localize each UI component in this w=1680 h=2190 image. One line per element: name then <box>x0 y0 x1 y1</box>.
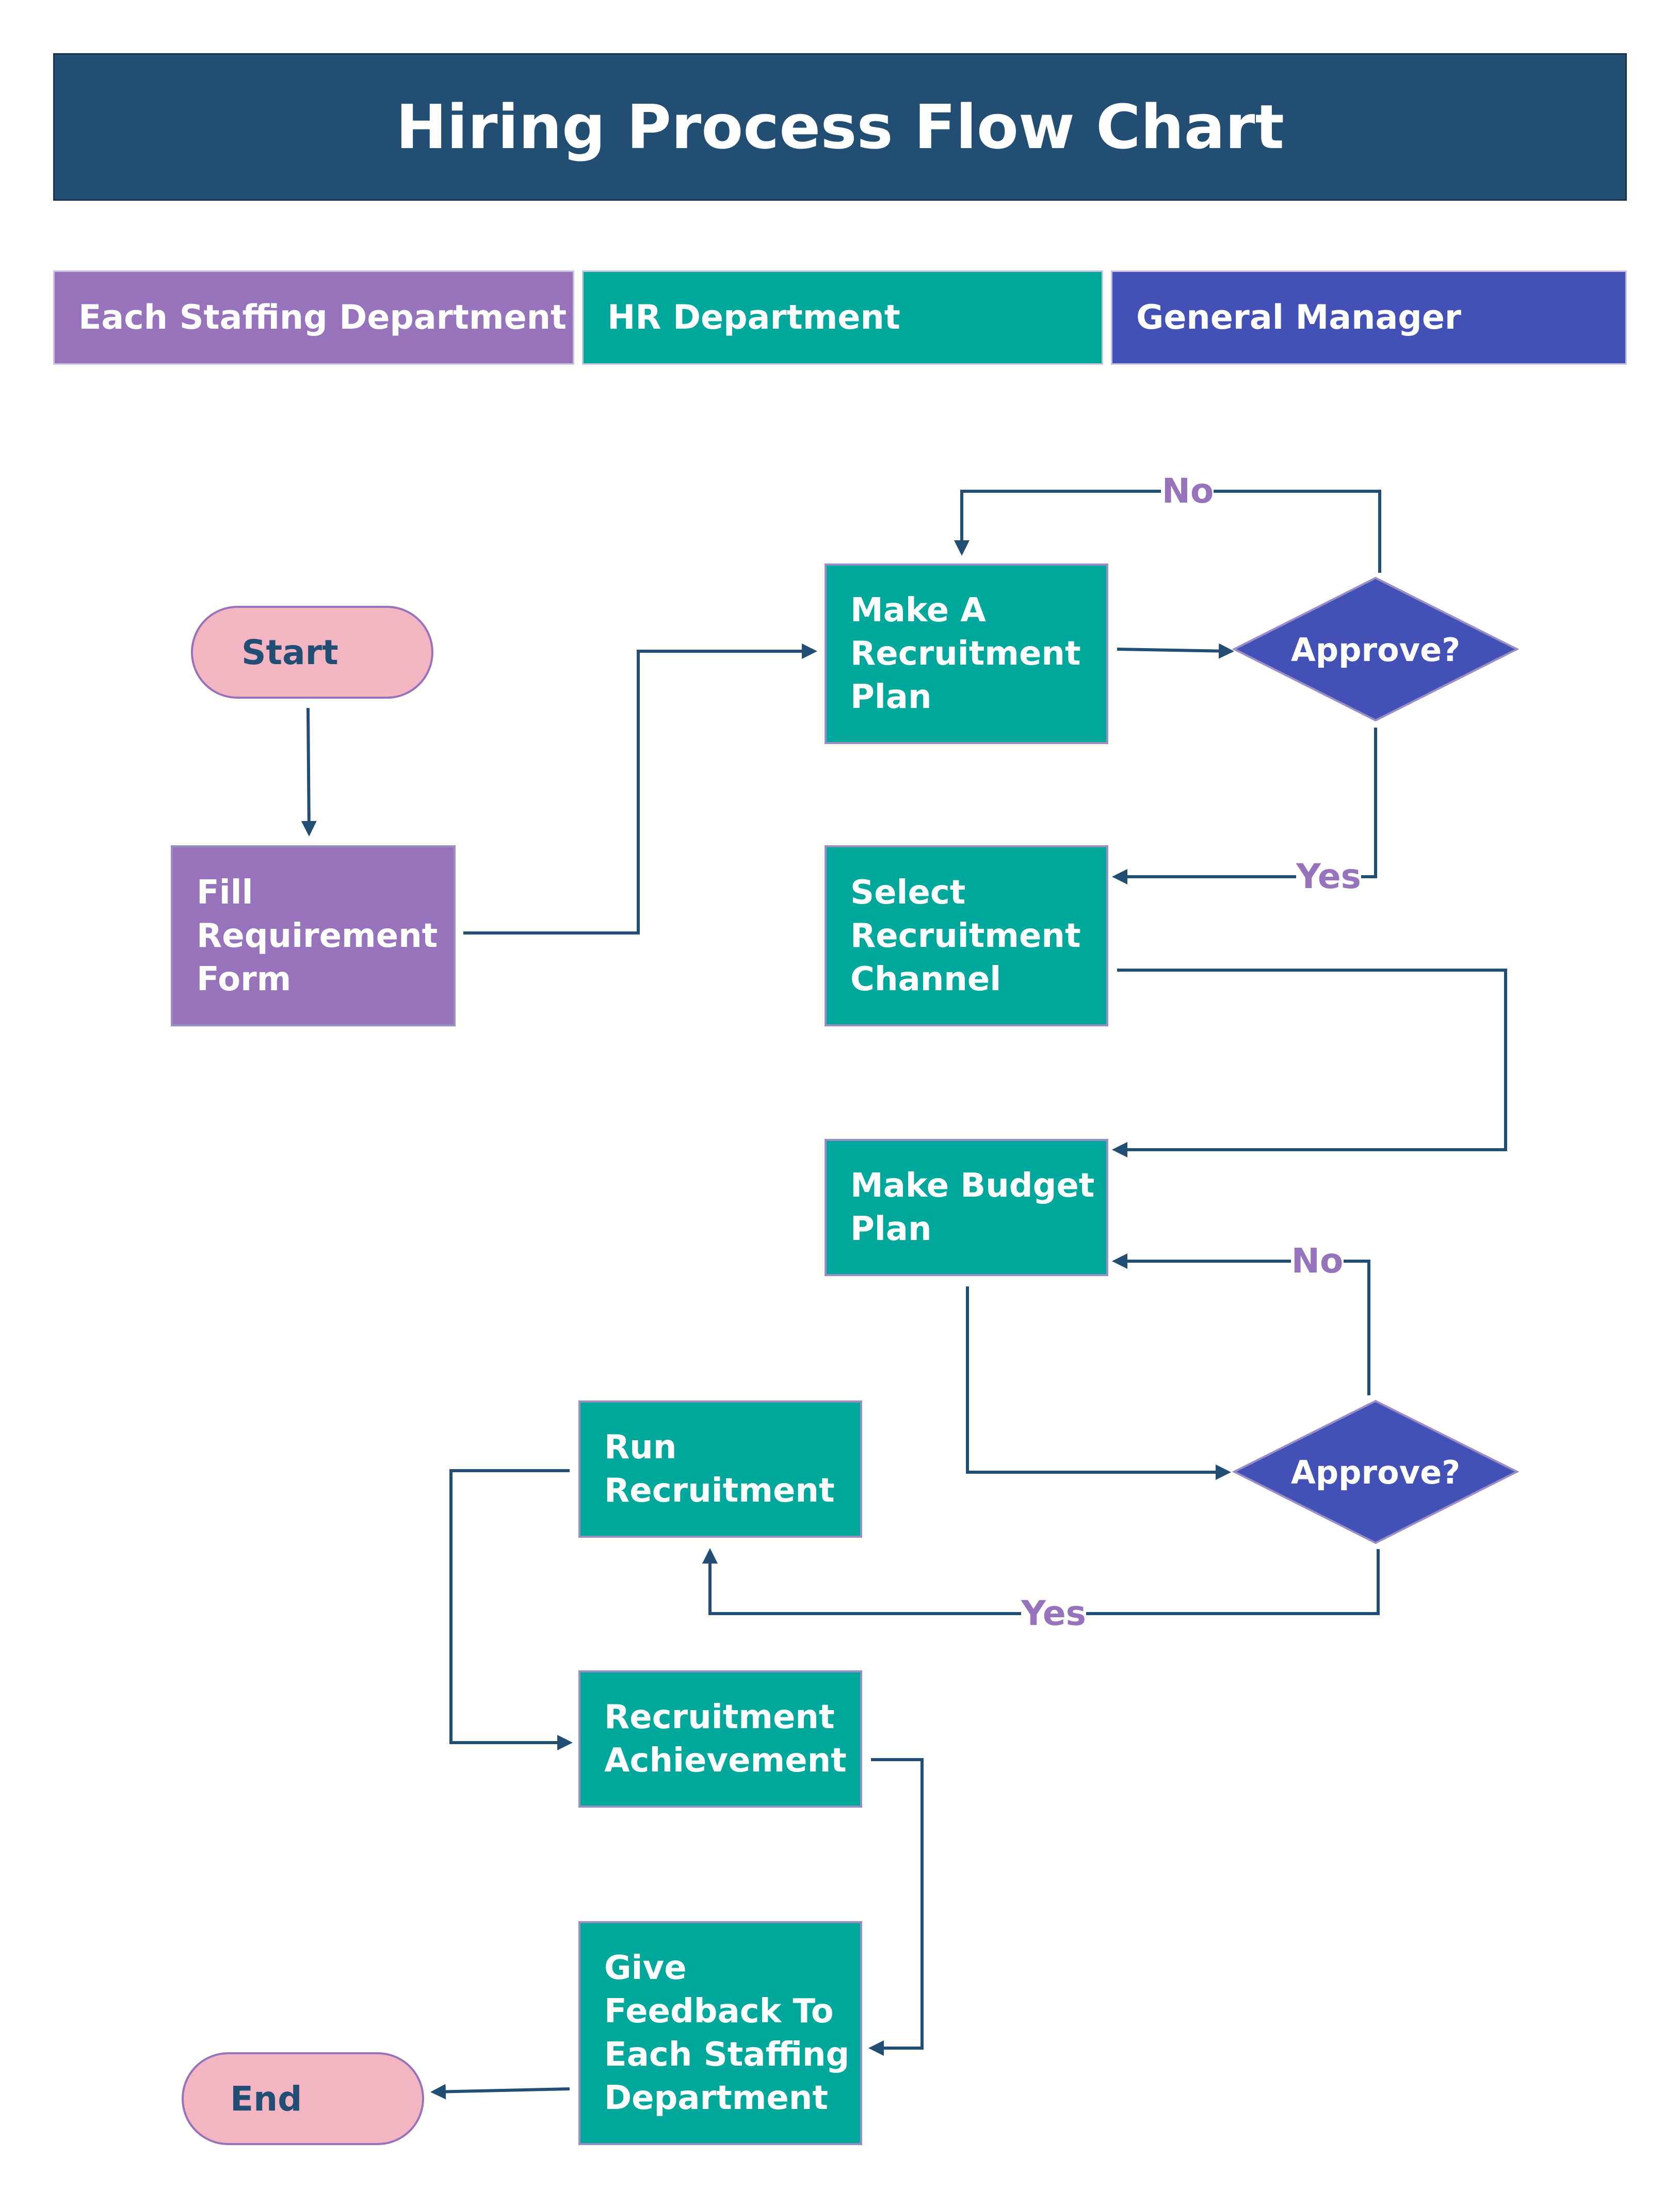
edge-label-approve2-yes: Yes <box>1021 1593 1086 1634</box>
node-text: Feedback To <box>604 1992 834 2031</box>
node-text: Make A <box>850 591 986 630</box>
node-text: Recruitment <box>604 1472 835 1510</box>
lane-label: General Manager <box>1136 298 1461 337</box>
edge-start-to-form <box>301 707 317 836</box>
start-terminal: Start <box>191 606 433 699</box>
page-title: Hiring Process Flow Chart <box>396 91 1284 163</box>
svg-text:No: No <box>1162 471 1214 511</box>
decision-approve-1: Approve? <box>1232 576 1520 722</box>
node-text: Make Budget <box>850 1167 1095 1205</box>
lane-label: HR Department <box>607 298 900 337</box>
edge-approve1-yes <box>1112 728 1377 884</box>
process-run-recruitment: Run Recruitment <box>578 1400 862 1538</box>
svg-text:No: No <box>1291 1241 1344 1281</box>
node-text: Recruitment <box>850 916 1081 955</box>
process-select-recruitment-channel: Select Recruitment Channel <box>825 845 1108 1026</box>
edge-achievement-to-feedback <box>868 1758 924 2056</box>
edge-feedback-to-end <box>430 2084 570 2100</box>
end-terminal: End <box>182 2052 424 2145</box>
node-text: Achievement <box>604 1742 847 1780</box>
terminal-label: End <box>230 2079 302 2119</box>
terminal-label: Start <box>241 632 338 672</box>
lane-staffing-department: Each Staffing Department <box>53 270 574 365</box>
edge-channel-to-budget <box>1112 969 1507 1157</box>
node-text: Run <box>604 1428 677 1467</box>
lane-general-manager: General Manager <box>1111 270 1627 365</box>
node-text: Requirement <box>197 916 438 955</box>
node-text: Form <box>197 960 292 999</box>
decision-approve-2: Approve? <box>1232 1399 1520 1544</box>
node-text: Select <box>850 873 966 912</box>
edge-plan-to-approve1 <box>1117 643 1234 659</box>
edge-budget-to-approve2 <box>966 1286 1231 1480</box>
process-fill-requirement-form: Fill Requirement Form <box>171 845 456 1026</box>
lane-label: Each Staffing Department <box>78 298 567 337</box>
decision-label: Approve? <box>1291 1454 1460 1491</box>
process-make-budget-plan: Make Budget Plan <box>825 1139 1108 1276</box>
process-make-recruitment-plan: Make A Recruitment Plan <box>825 563 1108 744</box>
svg-text:Yes: Yes <box>1296 857 1361 896</box>
node-text: Each Staffing <box>604 2036 850 2074</box>
node-text: Channel <box>850 960 1001 999</box>
process-recruitment-achievement: Recruitment Achievement <box>578 1670 862 1808</box>
edge-form-to-plan <box>463 643 817 935</box>
edge-run-to-achievement <box>449 1469 573 1750</box>
edge-label-approve1-no: No <box>1161 471 1214 511</box>
edge-label-approve1-yes: Yes <box>1296 857 1361 897</box>
node-text: Plan <box>850 678 932 716</box>
process-give-feedback: Give Feedback To Each Staffing Departmen… <box>578 1921 862 2145</box>
node-text: Plan <box>850 1210 932 1248</box>
edge-label-approve2-no: No <box>1291 1241 1344 1281</box>
lane-hr-department: HR Department <box>582 270 1103 365</box>
decision-label: Approve? <box>1291 631 1460 669</box>
node-text: Give <box>604 1949 687 1987</box>
node-text: Recruitment <box>850 635 1081 673</box>
node-text: Recruitment <box>604 1698 835 1736</box>
svg-text:Yes: Yes <box>1021 1593 1086 1633</box>
edge-approve2-no <box>1112 1253 1370 1395</box>
page-title-bar: Hiring Process Flow Chart <box>53 53 1627 201</box>
node-text: Fill <box>197 873 253 912</box>
node-text: Department <box>604 2079 828 2117</box>
